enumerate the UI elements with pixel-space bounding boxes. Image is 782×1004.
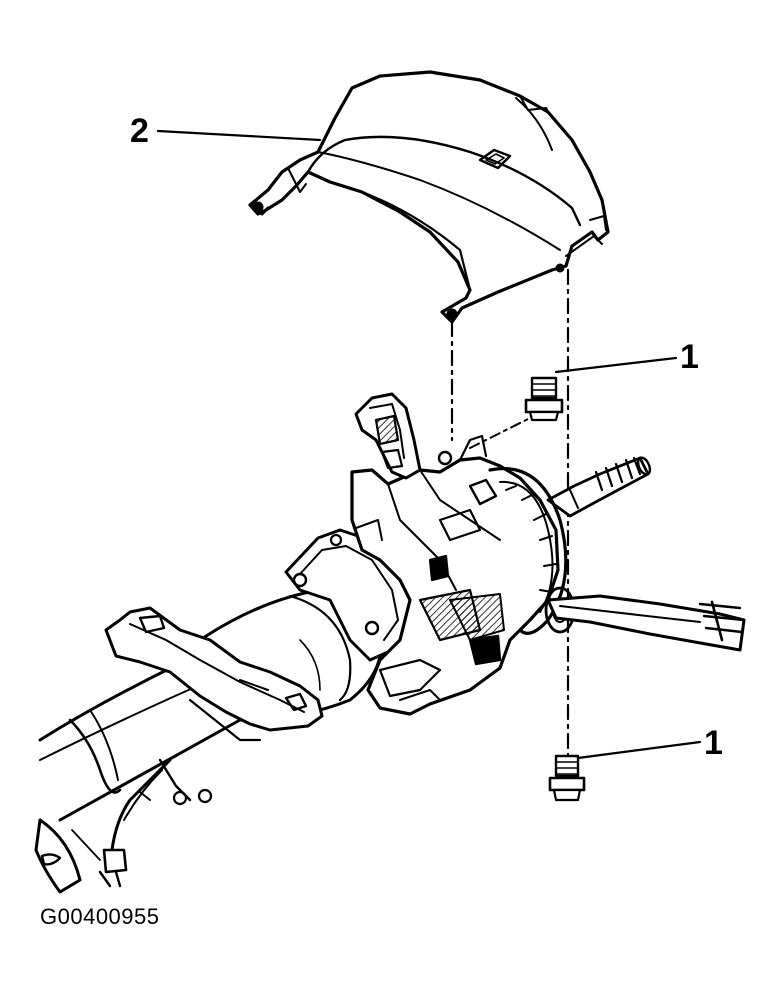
tilt-bracket (104, 606, 324, 806)
callout-2-label: 2 (130, 112, 149, 150)
steering-shaft (546, 456, 652, 518)
upper-screw (524, 356, 678, 422)
alignment-line-screw (469, 417, 531, 449)
callout-1-upper-label: 1 (680, 338, 699, 376)
wiring-harness (98, 758, 172, 888)
callout-1-lower-label: 1 (704, 724, 723, 762)
lever-stalk-lower (546, 594, 746, 652)
lock-housing (350, 434, 560, 716)
lower-screw (548, 740, 702, 802)
figure-code: G00400955 (40, 904, 160, 929)
callout-2-leader (156, 129, 322, 142)
upper-column-shroud (248, 70, 610, 324)
lever-stalk-upper (354, 392, 422, 480)
